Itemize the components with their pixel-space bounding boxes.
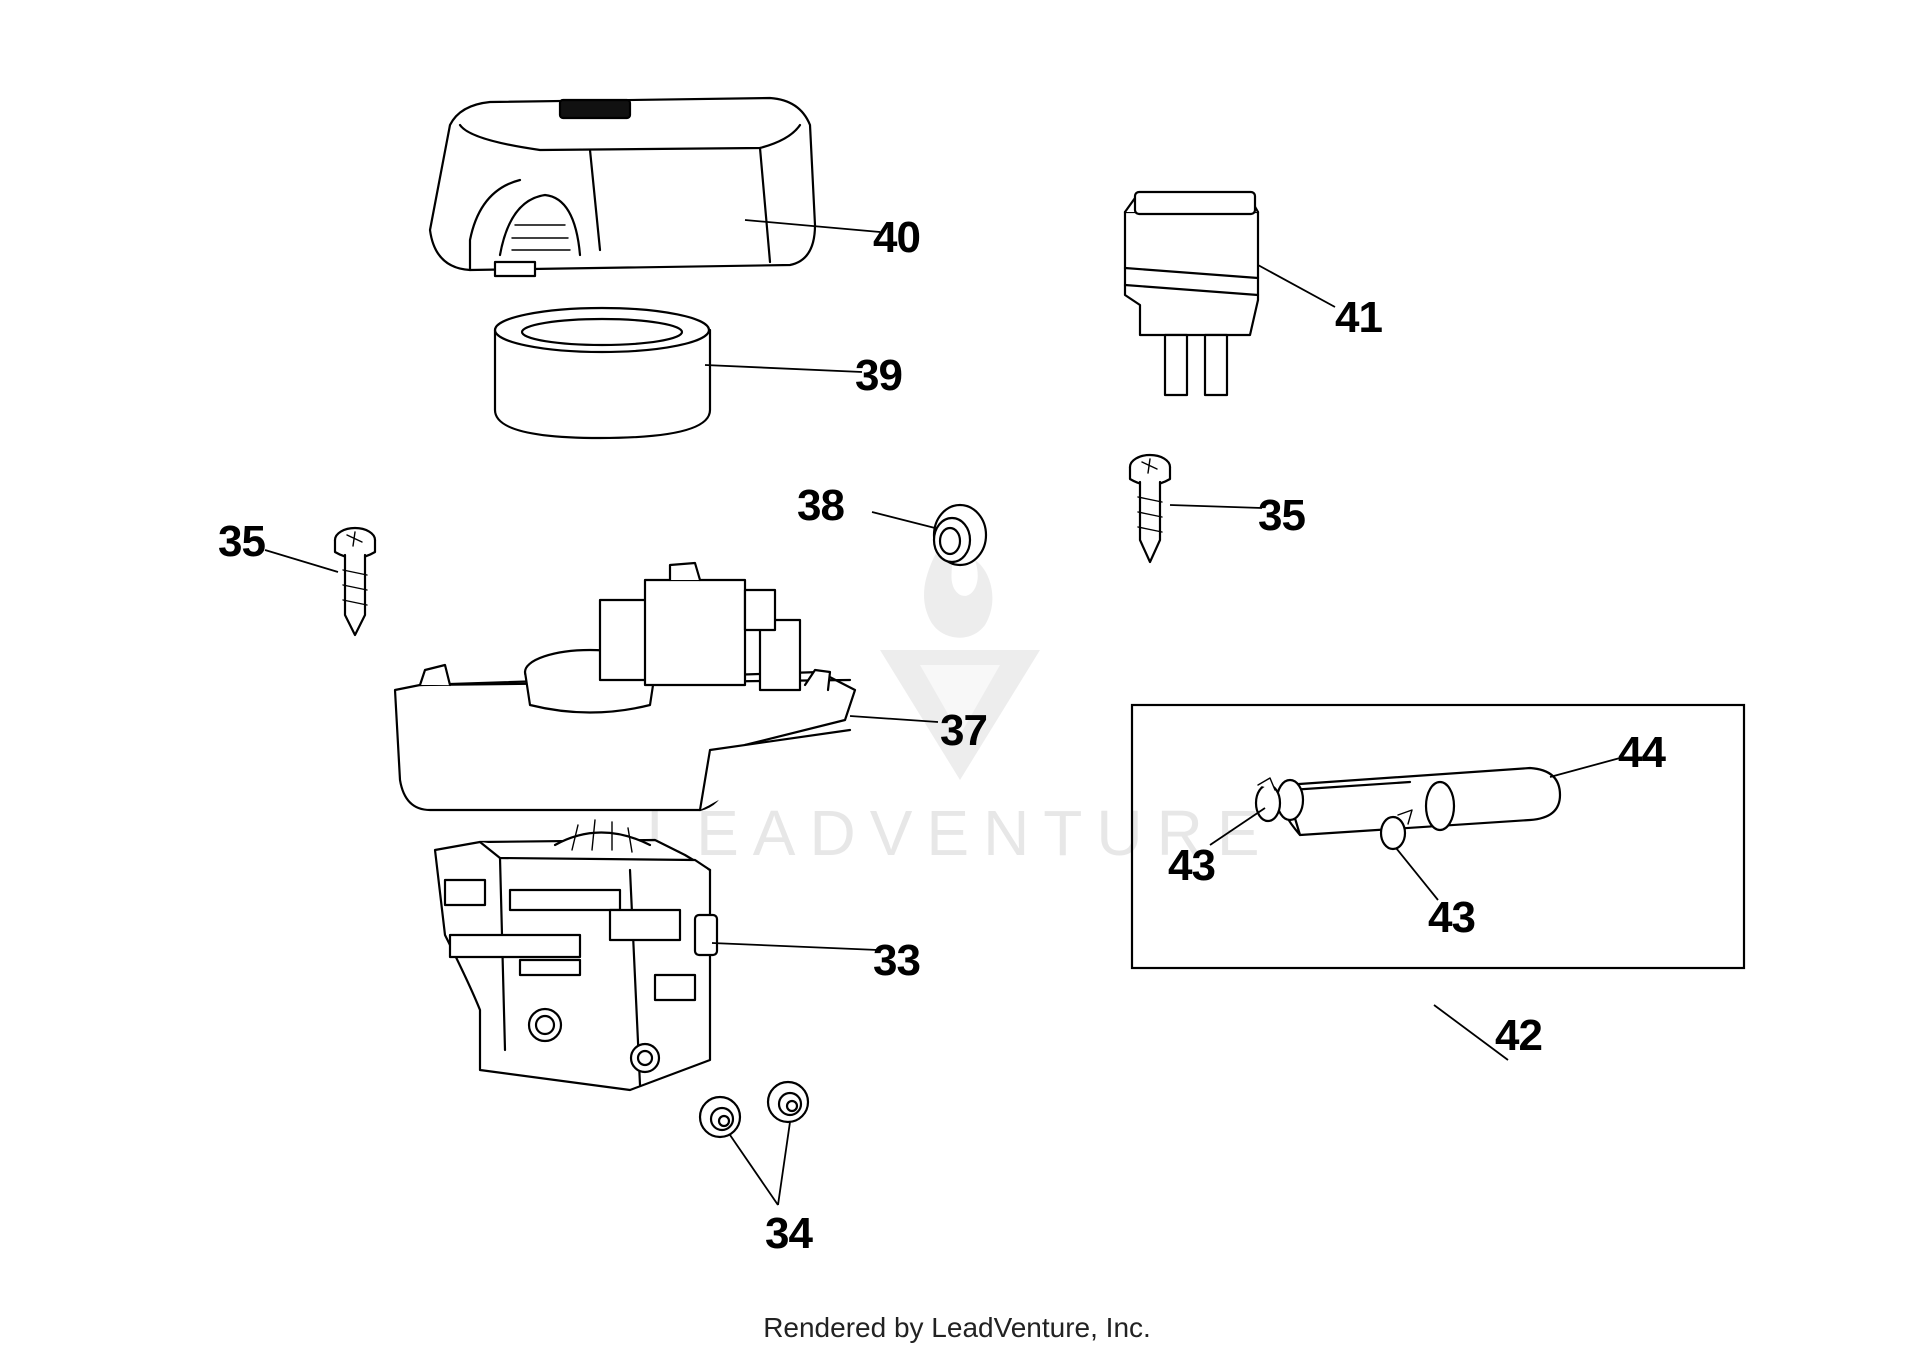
rendered-by-footer: Rendered by LeadVenture, Inc. — [763, 1312, 1151, 1343]
callout-42: 42 — [1495, 1011, 1542, 1060]
watermark-text: LEADVENTURE — [647, 797, 1274, 869]
nut-left[interactable] — [698, 1095, 742, 1139]
callout-34: 34 — [765, 1209, 813, 1258]
callout-38: 38 — [797, 481, 844, 530]
callout-39: 39 — [855, 351, 902, 400]
callout-41: 41 — [1335, 293, 1382, 342]
air-cleaner-base[interactable] — [393, 561, 857, 812]
callout-37: 37 — [940, 706, 987, 755]
nut-right[interactable] — [766, 1080, 810, 1124]
callout-43-left: 43 — [1168, 841, 1215, 890]
air-cleaner-cover[interactable] — [428, 96, 817, 278]
primer-switch[interactable] — [1123, 190, 1260, 397]
hose[interactable] — [1275, 766, 1562, 837]
callout-33: 33 — [873, 936, 920, 985]
foam-filter[interactable] — [493, 306, 712, 440]
hose-kit-box — [1130, 703, 1746, 970]
clamp-right[interactable] — [1379, 809, 1413, 851]
screw-right[interactable] — [1128, 453, 1172, 564]
watermark: LEADVENTURE — [647, 520, 1274, 869]
callout-44: 44 — [1618, 728, 1666, 777]
callout-35-left: 35 — [218, 517, 265, 566]
callout-35-right: 35 — [1258, 491, 1305, 540]
screw-left[interactable] — [333, 526, 377, 637]
callouts: 40 39 41 35 35 38 37 33 34 42 44 43 43 — [218, 213, 1667, 1258]
filter-housing[interactable] — [433, 819, 719, 1092]
callout-43-right: 43 — [1428, 893, 1475, 942]
clamp-left[interactable] — [1254, 777, 1282, 823]
grommet[interactable] — [932, 503, 988, 567]
callout-40: 40 — [873, 213, 920, 262]
leader-lines — [264, 219, 1621, 1206]
